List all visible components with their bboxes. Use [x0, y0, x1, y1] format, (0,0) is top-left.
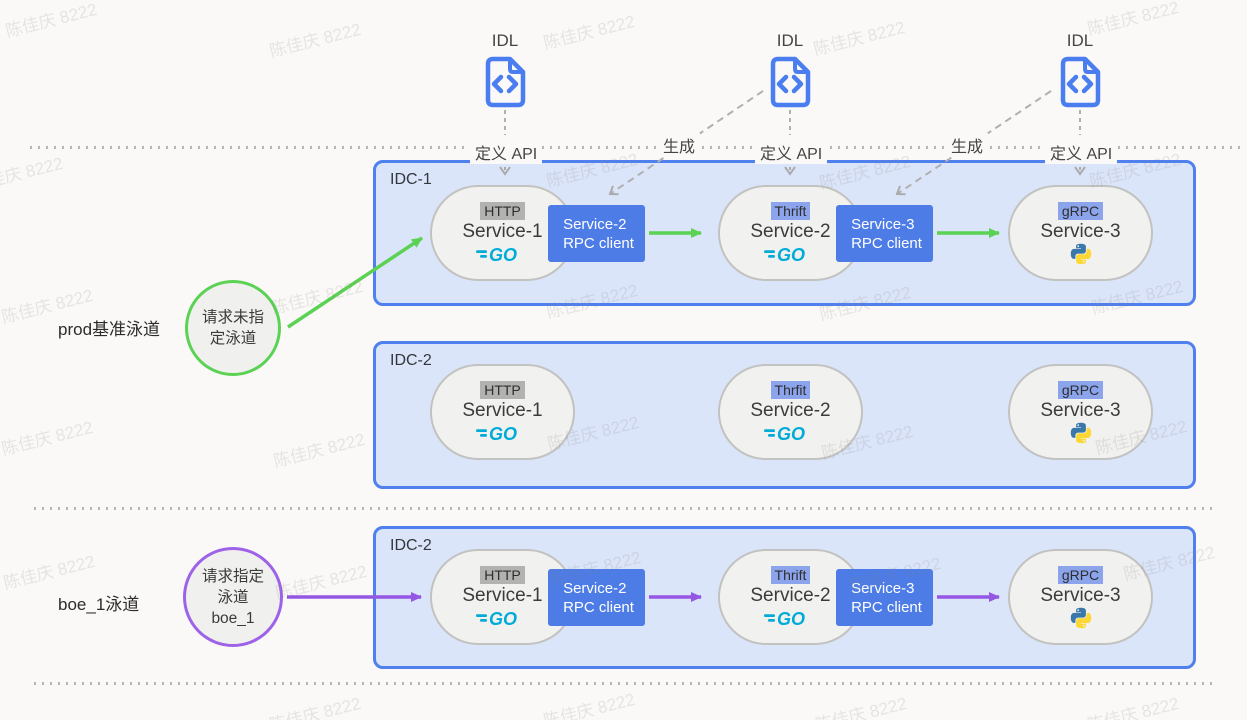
- request-circle-unspecified: 请求未指 定泳道: [185, 280, 281, 376]
- svg-text:GO: GO: [489, 424, 517, 443]
- protocol-tag: gRPC: [1057, 202, 1104, 220]
- service-node: gRPC Service-3: [1008, 549, 1153, 645]
- go-logo: GO: [763, 244, 818, 264]
- protocol-tag: Thrift: [770, 202, 811, 220]
- go-logo: GO: [763, 423, 818, 443]
- watermark: 陈佳庆 8222: [0, 153, 65, 195]
- watermark: 陈佳庆 8222: [271, 429, 367, 471]
- rpc-client-box: Service-2 RPC client: [548, 569, 645, 626]
- separator-line-bottom: [34, 682, 1215, 685]
- go-logo: GO: [475, 423, 530, 443]
- service-node: Thrfit Service-2 GO: [718, 364, 863, 460]
- service-name: Service-1: [462, 400, 543, 421]
- lane-label-boe1: boe_1泳道: [58, 595, 140, 614]
- rpc-client-box: Service-3 RPC client: [836, 205, 933, 262]
- rpc-client-box: Service-3 RPC client: [836, 569, 933, 626]
- idc-title: IDC-2: [390, 352, 432, 369]
- request-circle-boe1: 请求指定 泳道 boe_1: [183, 547, 283, 647]
- protocol-tag: Thrfit: [770, 381, 811, 399]
- service-name: Service-3: [1040, 221, 1121, 242]
- watermark: 陈佳庆 8222: [813, 693, 909, 720]
- define-api-label: 定义 API: [1045, 140, 1118, 164]
- protocol-tag: gRPC: [1057, 566, 1104, 584]
- protocol-tag: HTTP: [480, 202, 525, 220]
- idl-document-icon: [770, 56, 811, 108]
- service-name: Service-2: [750, 400, 831, 421]
- service-node: gRPC Service-3: [1008, 185, 1153, 281]
- idc-title: IDC-2: [390, 537, 432, 554]
- service-node: Thrift Service-2 GO: [718, 185, 863, 281]
- svg-text:GO: GO: [777, 245, 805, 264]
- svg-text:GO: GO: [777, 609, 805, 628]
- watermark: 陈佳庆 8222: [0, 417, 95, 459]
- rpc-client-box: Service-2 RPC client: [548, 205, 645, 262]
- service-node: HTTP Service-1 GO: [430, 364, 575, 460]
- idc-title: IDC-1: [390, 171, 432, 188]
- protocol-tag: Thrift: [770, 566, 811, 584]
- watermark: 陈佳庆 8222: [541, 11, 637, 53]
- service-name: Service-1: [462, 221, 543, 242]
- watermark: 陈佳庆 8222: [267, 19, 363, 61]
- lane-label-prod: prod基准泳道: [58, 320, 161, 339]
- watermark: 陈佳庆 8222: [541, 689, 637, 720]
- watermark: 陈佳庆 8222: [269, 276, 365, 318]
- protocol-tag: HTTP: [480, 566, 525, 584]
- python-logo: [1069, 422, 1093, 444]
- svg-text:GO: GO: [777, 424, 805, 443]
- service-name: Service-3: [1040, 400, 1121, 421]
- watermark: 陈佳庆 8222: [3, 0, 99, 41]
- define-api-label: 定义 API: [755, 140, 828, 164]
- protocol-tag: gRPC: [1057, 381, 1104, 399]
- watermark: 陈佳庆 8222: [1085, 693, 1181, 720]
- go-logo: GO: [475, 608, 530, 628]
- go-logo: GO: [763, 608, 818, 628]
- go-logo: GO: [475, 244, 530, 264]
- idl-file-label: IDL: [1066, 31, 1094, 50]
- svg-text:GO: GO: [489, 609, 517, 628]
- python-logo: [1069, 607, 1093, 629]
- service-name: Service-3: [1040, 585, 1121, 606]
- watermark: 陈佳庆 8222: [273, 561, 369, 603]
- define-api-label: 定义 API: [470, 140, 543, 164]
- idl-document-icon: [1060, 56, 1101, 108]
- idl-file-label: IDL: [491, 31, 519, 50]
- watermark: 陈佳庆 8222: [267, 693, 363, 720]
- generate-label: 生成: [658, 133, 701, 157]
- service-node: gRPC Service-3: [1008, 364, 1153, 460]
- idl-file-label: IDL: [776, 31, 804, 50]
- watermark: 陈佳庆 8222: [1, 551, 97, 593]
- watermark: 陈佳庆 8222: [811, 17, 907, 59]
- idl-document-icon: [485, 56, 526, 108]
- svg-text:GO: GO: [489, 245, 517, 264]
- python-logo: [1069, 243, 1093, 265]
- service-name: Service-1: [462, 585, 543, 606]
- service-name: Service-2: [750, 585, 831, 606]
- service-name: Service-2: [750, 221, 831, 242]
- generate-label: 生成: [946, 133, 989, 157]
- separator-line-middle: [34, 507, 1215, 510]
- protocol-tag: HTTP: [480, 381, 525, 399]
